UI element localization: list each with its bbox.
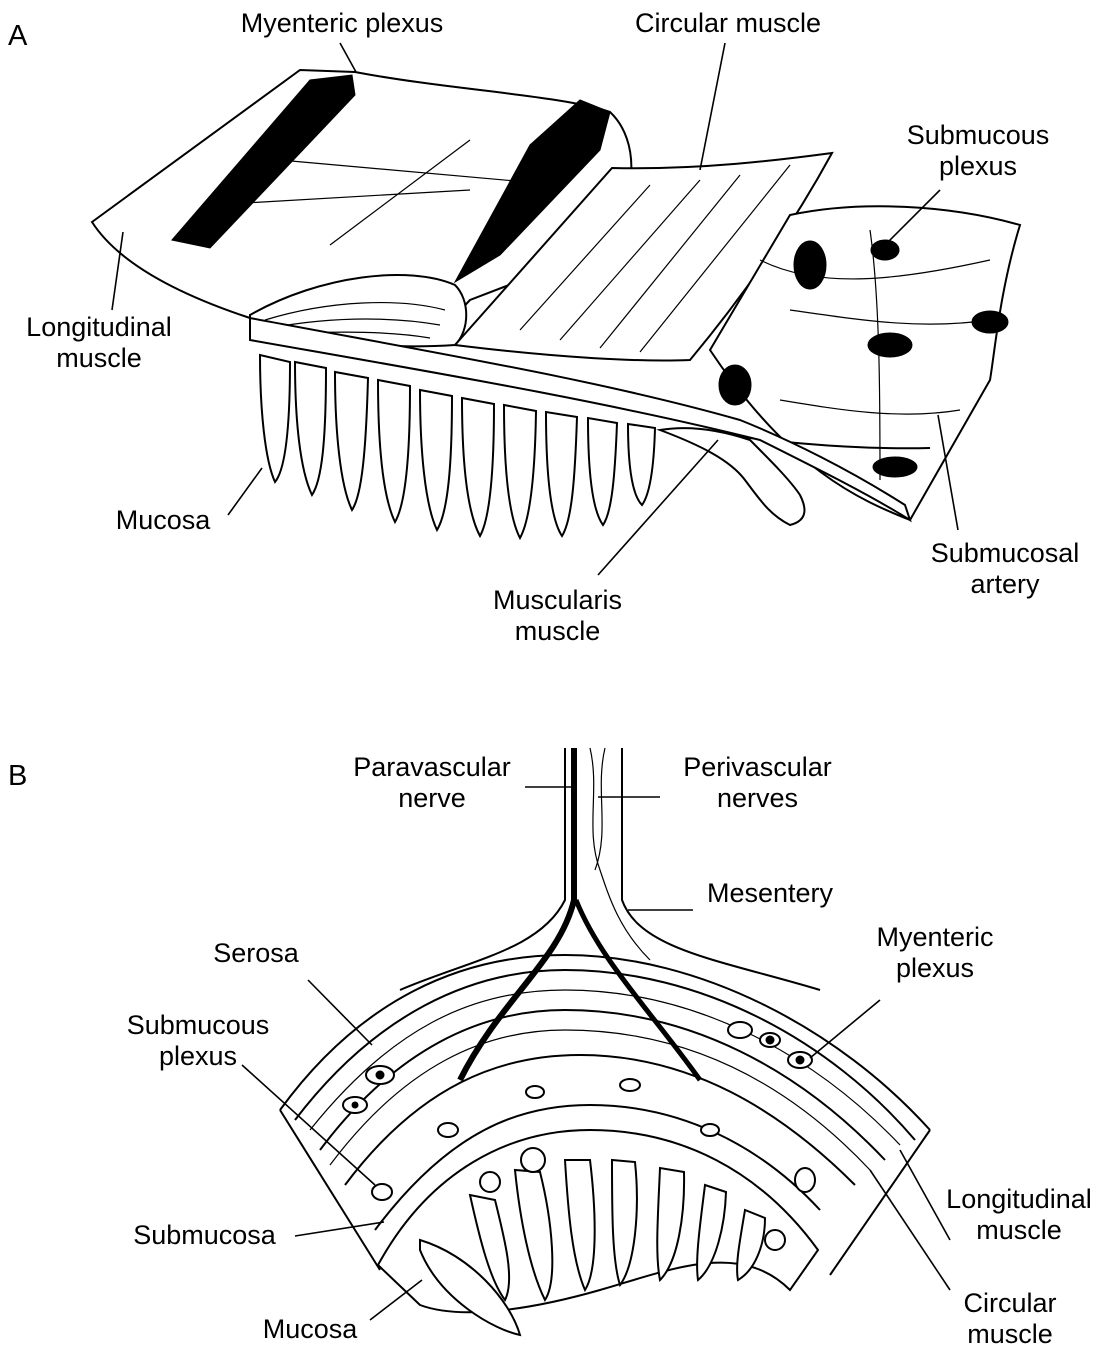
label-b-paravascular-nerve: Paravascular nerve xyxy=(332,752,532,814)
label-b-submucous-plexus: Submucous plexus xyxy=(108,1010,288,1072)
label-a-longitudinal-muscle: Longitudinal muscle xyxy=(5,312,193,374)
panel-a-letter: A xyxy=(8,20,27,53)
label-b-circular-muscle: Circular muscle xyxy=(935,1288,1085,1350)
label-b-myenteric-plexus: Myenteric plexus xyxy=(860,922,1010,984)
label-b-submucosa: Submucosa xyxy=(112,1220,297,1251)
panel-b-letter: B xyxy=(8,760,27,793)
label-b-mesentery: Mesentery xyxy=(690,878,850,909)
serosa-arc xyxy=(280,955,930,1130)
label-a-submucosal-artery: Submucosal artery xyxy=(900,538,1110,600)
label-a-mucosa: Mucosa xyxy=(98,505,228,536)
label-a-muscularis-muscle: Muscularis muscle xyxy=(465,585,650,647)
label-b-serosa: Serosa xyxy=(196,938,316,969)
label-a-submucous-plexus: Submucous plexus xyxy=(888,120,1068,182)
label-a-circular-muscle: Circular muscle xyxy=(612,8,844,39)
label-b-longitudinal-muscle: Longitudinal muscle xyxy=(924,1184,1114,1246)
label-a-myenteric-plexus: Myenteric plexus xyxy=(218,8,466,39)
label-b-perivascular-nerves: Perivascular nerves xyxy=(660,752,855,814)
label-b-mucosa: Mucosa xyxy=(245,1314,375,1345)
